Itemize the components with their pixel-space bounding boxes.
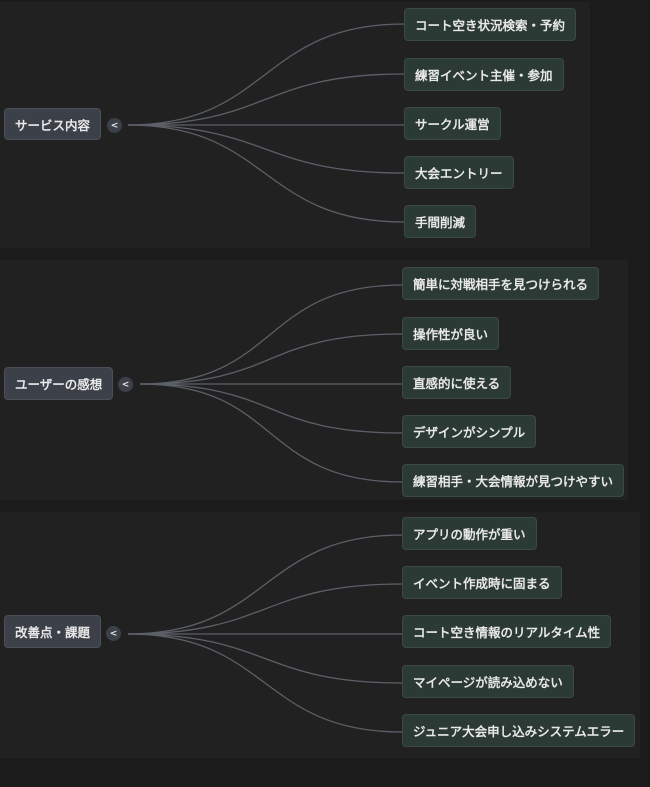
edge-2-4 bbox=[139, 383, 403, 434]
leaf-node-2-3[interactable]: 直感的に使える bbox=[402, 366, 512, 399]
root-node-service[interactable]: サービス内容 bbox=[4, 108, 102, 140]
leaf-node-2-5[interactable]: 練習相手・大会情報が見つけやすい bbox=[402, 464, 625, 497]
leaf-node-3-5[interactable]: ジュニア大会申し込みシステムエラー bbox=[402, 714, 636, 747]
edge-2-2 bbox=[139, 333, 403, 385]
leaf-node-2-4[interactable]: デザインがシンプル bbox=[402, 415, 537, 448]
leaf-node-3-3[interactable]: コート空き情報のリアルタイム性 bbox=[402, 615, 612, 648]
root-node-feedback[interactable]: ユーザーの感想 bbox=[4, 367, 114, 400]
collapse-toggle-service[interactable]: < bbox=[107, 118, 122, 133]
leaf-node-2-2[interactable]: 操作性が良い bbox=[402, 317, 500, 350]
leaf-node-1-1[interactable]: コート空き状況検索・予約 bbox=[404, 8, 577, 41]
edge-1-5 bbox=[127, 124, 405, 223]
collapse-toggle-feedback[interactable]: < bbox=[118, 377, 133, 392]
leaf-node-1-2[interactable]: 練習イベント主催・参加 bbox=[404, 58, 564, 91]
leaf-node-3-4[interactable]: マイページが読み込めない bbox=[402, 665, 574, 698]
leaf-node-1-5[interactable]: 手間削減 bbox=[404, 205, 477, 238]
edge-3-1 bbox=[127, 534, 403, 635]
collapse-toggle-improvements[interactable]: < bbox=[106, 626, 121, 641]
edge-3-2 bbox=[127, 583, 403, 635]
edge-1-1 bbox=[127, 23, 405, 126]
edge-3-4 bbox=[127, 633, 403, 684]
leaf-node-3-2[interactable]: イベント作成時に固まる bbox=[402, 566, 562, 599]
edge-2-5 bbox=[139, 383, 403, 483]
edge-3-5 bbox=[127, 633, 403, 733]
leaf-node-1-3[interactable]: サークル運営 bbox=[404, 107, 501, 140]
leaf-node-3-1[interactable]: アプリの動作が重い bbox=[402, 517, 537, 550]
edge-1-4 bbox=[127, 124, 405, 174]
root-node-improvements[interactable]: 改善点・課題 bbox=[4, 615, 102, 648]
edge-1-2 bbox=[127, 73, 405, 126]
leaf-node-2-1[interactable]: 簡単に対戦相手を見つけられる bbox=[402, 267, 600, 300]
leaf-node-1-4[interactable]: 大会エントリー bbox=[404, 156, 514, 189]
edge-2-1 bbox=[139, 284, 403, 385]
